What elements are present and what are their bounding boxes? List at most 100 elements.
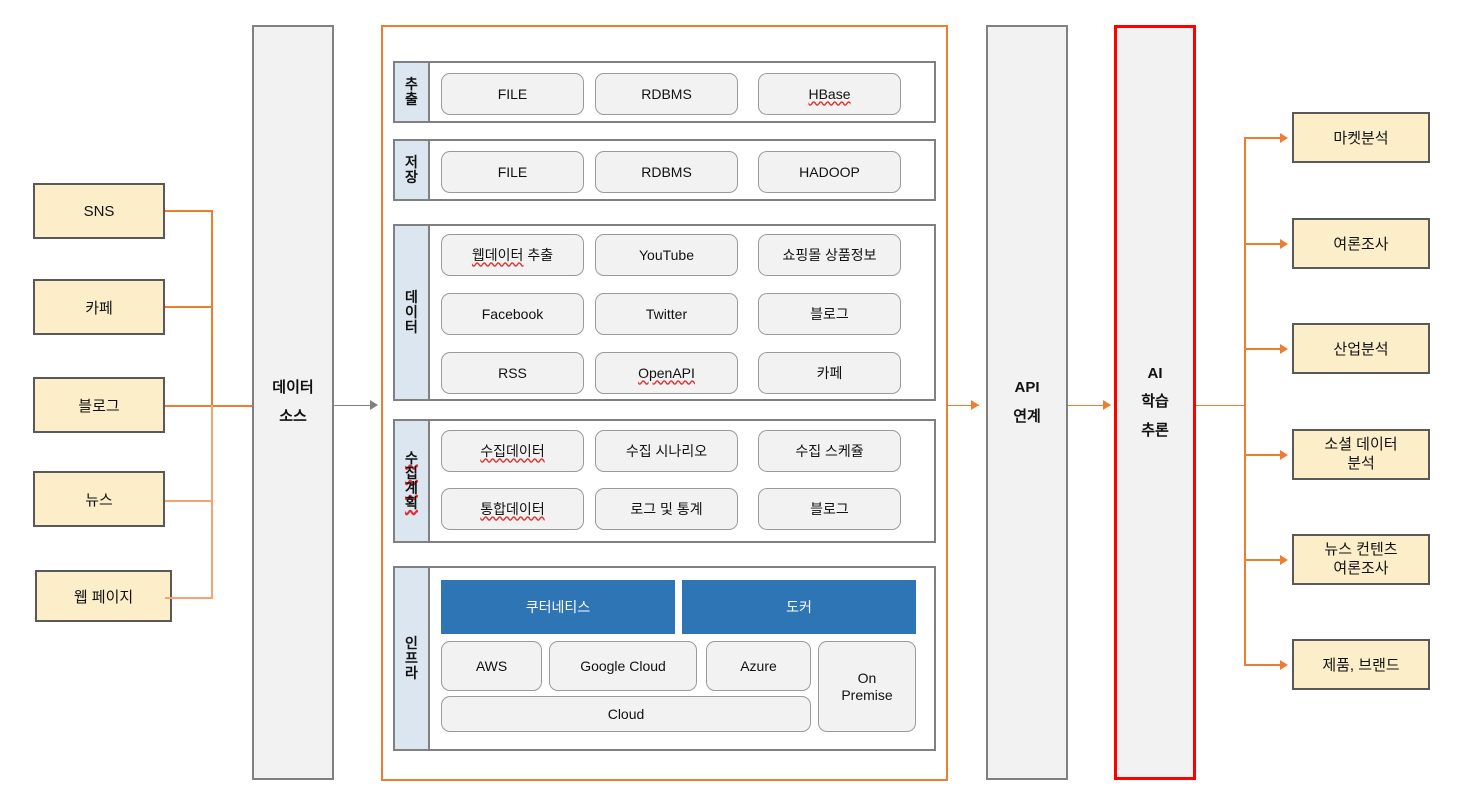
- data-source-line1: 데이터: [272, 379, 314, 396]
- pill-data-shoppingmall[interactable]: 쇼핑몰 상품정보: [758, 234, 901, 276]
- pill-plan-blog[interactable]: 블로그: [758, 488, 901, 530]
- pill-label: 수집 시나리오: [625, 442, 708, 459]
- pill-plan-integrated-data[interactable]: 통합데이터: [441, 488, 584, 530]
- pill-label: FILE: [497, 85, 528, 102]
- cloud-azure[interactable]: Azure: [706, 641, 811, 691]
- connector-ai-to-output-bus: [1196, 404, 1246, 407]
- connector-news-horizontal: [165, 500, 213, 502]
- source-box-sns[interactable]: SNS: [33, 183, 165, 239]
- pill-data-cafe[interactable]: 카페: [758, 352, 901, 394]
- output-box-market-analysis[interactable]: 마켓분석: [1292, 112, 1430, 163]
- container-kubernetes[interactable]: 쿠터네티스: [441, 580, 675, 634]
- ai-line1: AI: [1147, 364, 1163, 382]
- section-label-data: 데 이 터: [395, 226, 430, 399]
- pill-plan-schedule[interactable]: 수집 스케쥴: [758, 430, 901, 472]
- section-label-extract: 추 출: [395, 63, 430, 121]
- on-premise[interactable]: On Premise: [818, 641, 916, 732]
- pill-plan-collected-data[interactable]: 수집데이터: [441, 430, 584, 472]
- ai-line2: 학습: [1141, 393, 1169, 411]
- cloud-group[interactable]: Cloud: [441, 696, 811, 732]
- cloud-google-cloud[interactable]: Google Cloud: [549, 641, 697, 691]
- source-box-webpage[interactable]: 웹 페이지: [35, 570, 172, 622]
- output-line1: 마켓분석: [1333, 130, 1389, 147]
- output-box-public-opinion[interactable]: 여론조사: [1292, 218, 1430, 269]
- section-body-infra: 쿠터네티스 도커 AWS Google Cloud Azure Cloud On…: [430, 568, 934, 749]
- cloud-group-label: Cloud: [607, 705, 645, 722]
- api-line2: 연계: [1013, 407, 1041, 425]
- pill-data-blog[interactable]: 블로그: [758, 293, 901, 335]
- output-line1: 뉴스 컨텐츠: [1324, 540, 1398, 558]
- connector-sns-horizontal: [165, 210, 213, 212]
- section-collection-plan: 수 집 계 획 수집데이터 수집 시나리오 수집 스케쥴 통합데이터 로그 및 …: [393, 419, 936, 543]
- source-box-blog[interactable]: 블로그: [33, 377, 165, 433]
- pill-plan-scenario[interactable]: 수집 시나리오: [595, 430, 738, 472]
- pill-extract-hbase[interactable]: HBase: [758, 73, 901, 115]
- pill-label: Twitter: [645, 305, 688, 322]
- connector-sns-vertical: [211, 210, 213, 406]
- output-line1: 여론조사: [1333, 236, 1389, 253]
- pill-data-youtube[interactable]: YouTube: [595, 234, 738, 276]
- output-box-product-brand[interactable]: 제품, 브랜드: [1292, 639, 1430, 690]
- container-label: 도커: [786, 598, 812, 615]
- section-label-char: 획: [405, 495, 418, 512]
- source-box-news[interactable]: 뉴스: [33, 471, 165, 527]
- source-label: SNS: [83, 202, 115, 220]
- pill-label: 수집 스케쥴: [795, 442, 864, 459]
- pill-plan-log-stats[interactable]: 로그 및 통계: [595, 488, 738, 530]
- connector-output-4: [1244, 454, 1283, 456]
- arrow-api-to-ai: [1103, 400, 1111, 410]
- cloud-label: AWS: [475, 657, 508, 674]
- source-box-cafe[interactable]: 카페: [33, 279, 165, 335]
- pill-label: RDBMS: [641, 85, 692, 102]
- pill-extract-rdbms[interactable]: RDBMS: [595, 73, 738, 115]
- on-premise-line1: On: [857, 669, 877, 686]
- output-line1: 산업분석: [1333, 341, 1389, 358]
- connector-webpage-horizontal: [165, 597, 213, 599]
- section-label-char: 이: [405, 303, 418, 320]
- arrow-output-3: [1280, 344, 1288, 354]
- connector-output-2: [1244, 243, 1283, 245]
- pill-label: 수집데이터: [480, 442, 545, 459]
- output-line2: 여론조사: [1333, 559, 1389, 577]
- pill-store-file[interactable]: FILE: [441, 151, 584, 193]
- connector-news-vertical: [211, 405, 213, 501]
- pill-store-hadoop[interactable]: HADOOP: [758, 151, 901, 193]
- connector-api-to-ai: [1068, 404, 1110, 407]
- pill-data-twitter[interactable]: Twitter: [595, 293, 738, 335]
- output-box-news-content-opinion[interactable]: 뉴스 컨텐츠 여론조사: [1292, 534, 1430, 585]
- section-label-char: 터: [405, 319, 418, 336]
- pill-label: Facebook: [481, 305, 544, 322]
- section-data: 데 이 터 웹데이터 추출 YouTube 쇼핑몰 상품정보 Facebook …: [393, 224, 936, 401]
- arrow-output-1: [1280, 133, 1288, 143]
- section-label-char: 데: [405, 288, 418, 305]
- data-source-column[interactable]: 데이터 소스: [252, 25, 334, 780]
- pill-data-openapi[interactable]: OpenAPI: [595, 352, 738, 394]
- ai-column[interactable]: AI 학습 추론: [1114, 25, 1196, 780]
- pill-label: RSS: [498, 364, 527, 381]
- output-line1: 제품, 브랜드: [1322, 657, 1400, 674]
- arrow-output-5: [1280, 555, 1288, 565]
- connector-output-5: [1244, 559, 1283, 561]
- connector-webpage-vertical: [211, 500, 213, 598]
- pill-extract-file[interactable]: FILE: [441, 73, 584, 115]
- pill-data-rss[interactable]: RSS: [441, 352, 584, 394]
- arrow-platform-to-api: [971, 400, 979, 410]
- on-premise-line2: Premise: [841, 686, 893, 703]
- ai-line3: 추론: [1141, 421, 1169, 439]
- output-bus-vertical: [1244, 138, 1246, 666]
- output-box-industry-analysis[interactable]: 산업분석: [1292, 323, 1430, 374]
- pill-store-rdbms[interactable]: RDBMS: [595, 151, 738, 193]
- output-box-social-data-analysis[interactable]: 소셜 데이터 분석: [1292, 429, 1430, 480]
- section-label-char: 계: [405, 480, 418, 496]
- pill-data-webdata[interactable]: 웹데이터 추출: [441, 234, 584, 276]
- section-label-char: 인: [405, 634, 418, 651]
- api-column[interactable]: API 연계: [986, 25, 1068, 780]
- arrow-output-4: [1280, 450, 1288, 460]
- section-store: 저 장 FILE RDBMS HADOOP: [393, 139, 936, 201]
- section-infra: 인 프 라 쿠터네티스 도커 AWS Google Cloud Azure Cl…: [393, 566, 936, 751]
- cloud-aws[interactable]: AWS: [441, 641, 542, 691]
- container-docker[interactable]: 도커: [682, 580, 916, 634]
- source-label: 블로그: [78, 397, 120, 415]
- connector-blog-horizontal: [165, 405, 255, 407]
- pill-data-facebook[interactable]: Facebook: [441, 293, 584, 335]
